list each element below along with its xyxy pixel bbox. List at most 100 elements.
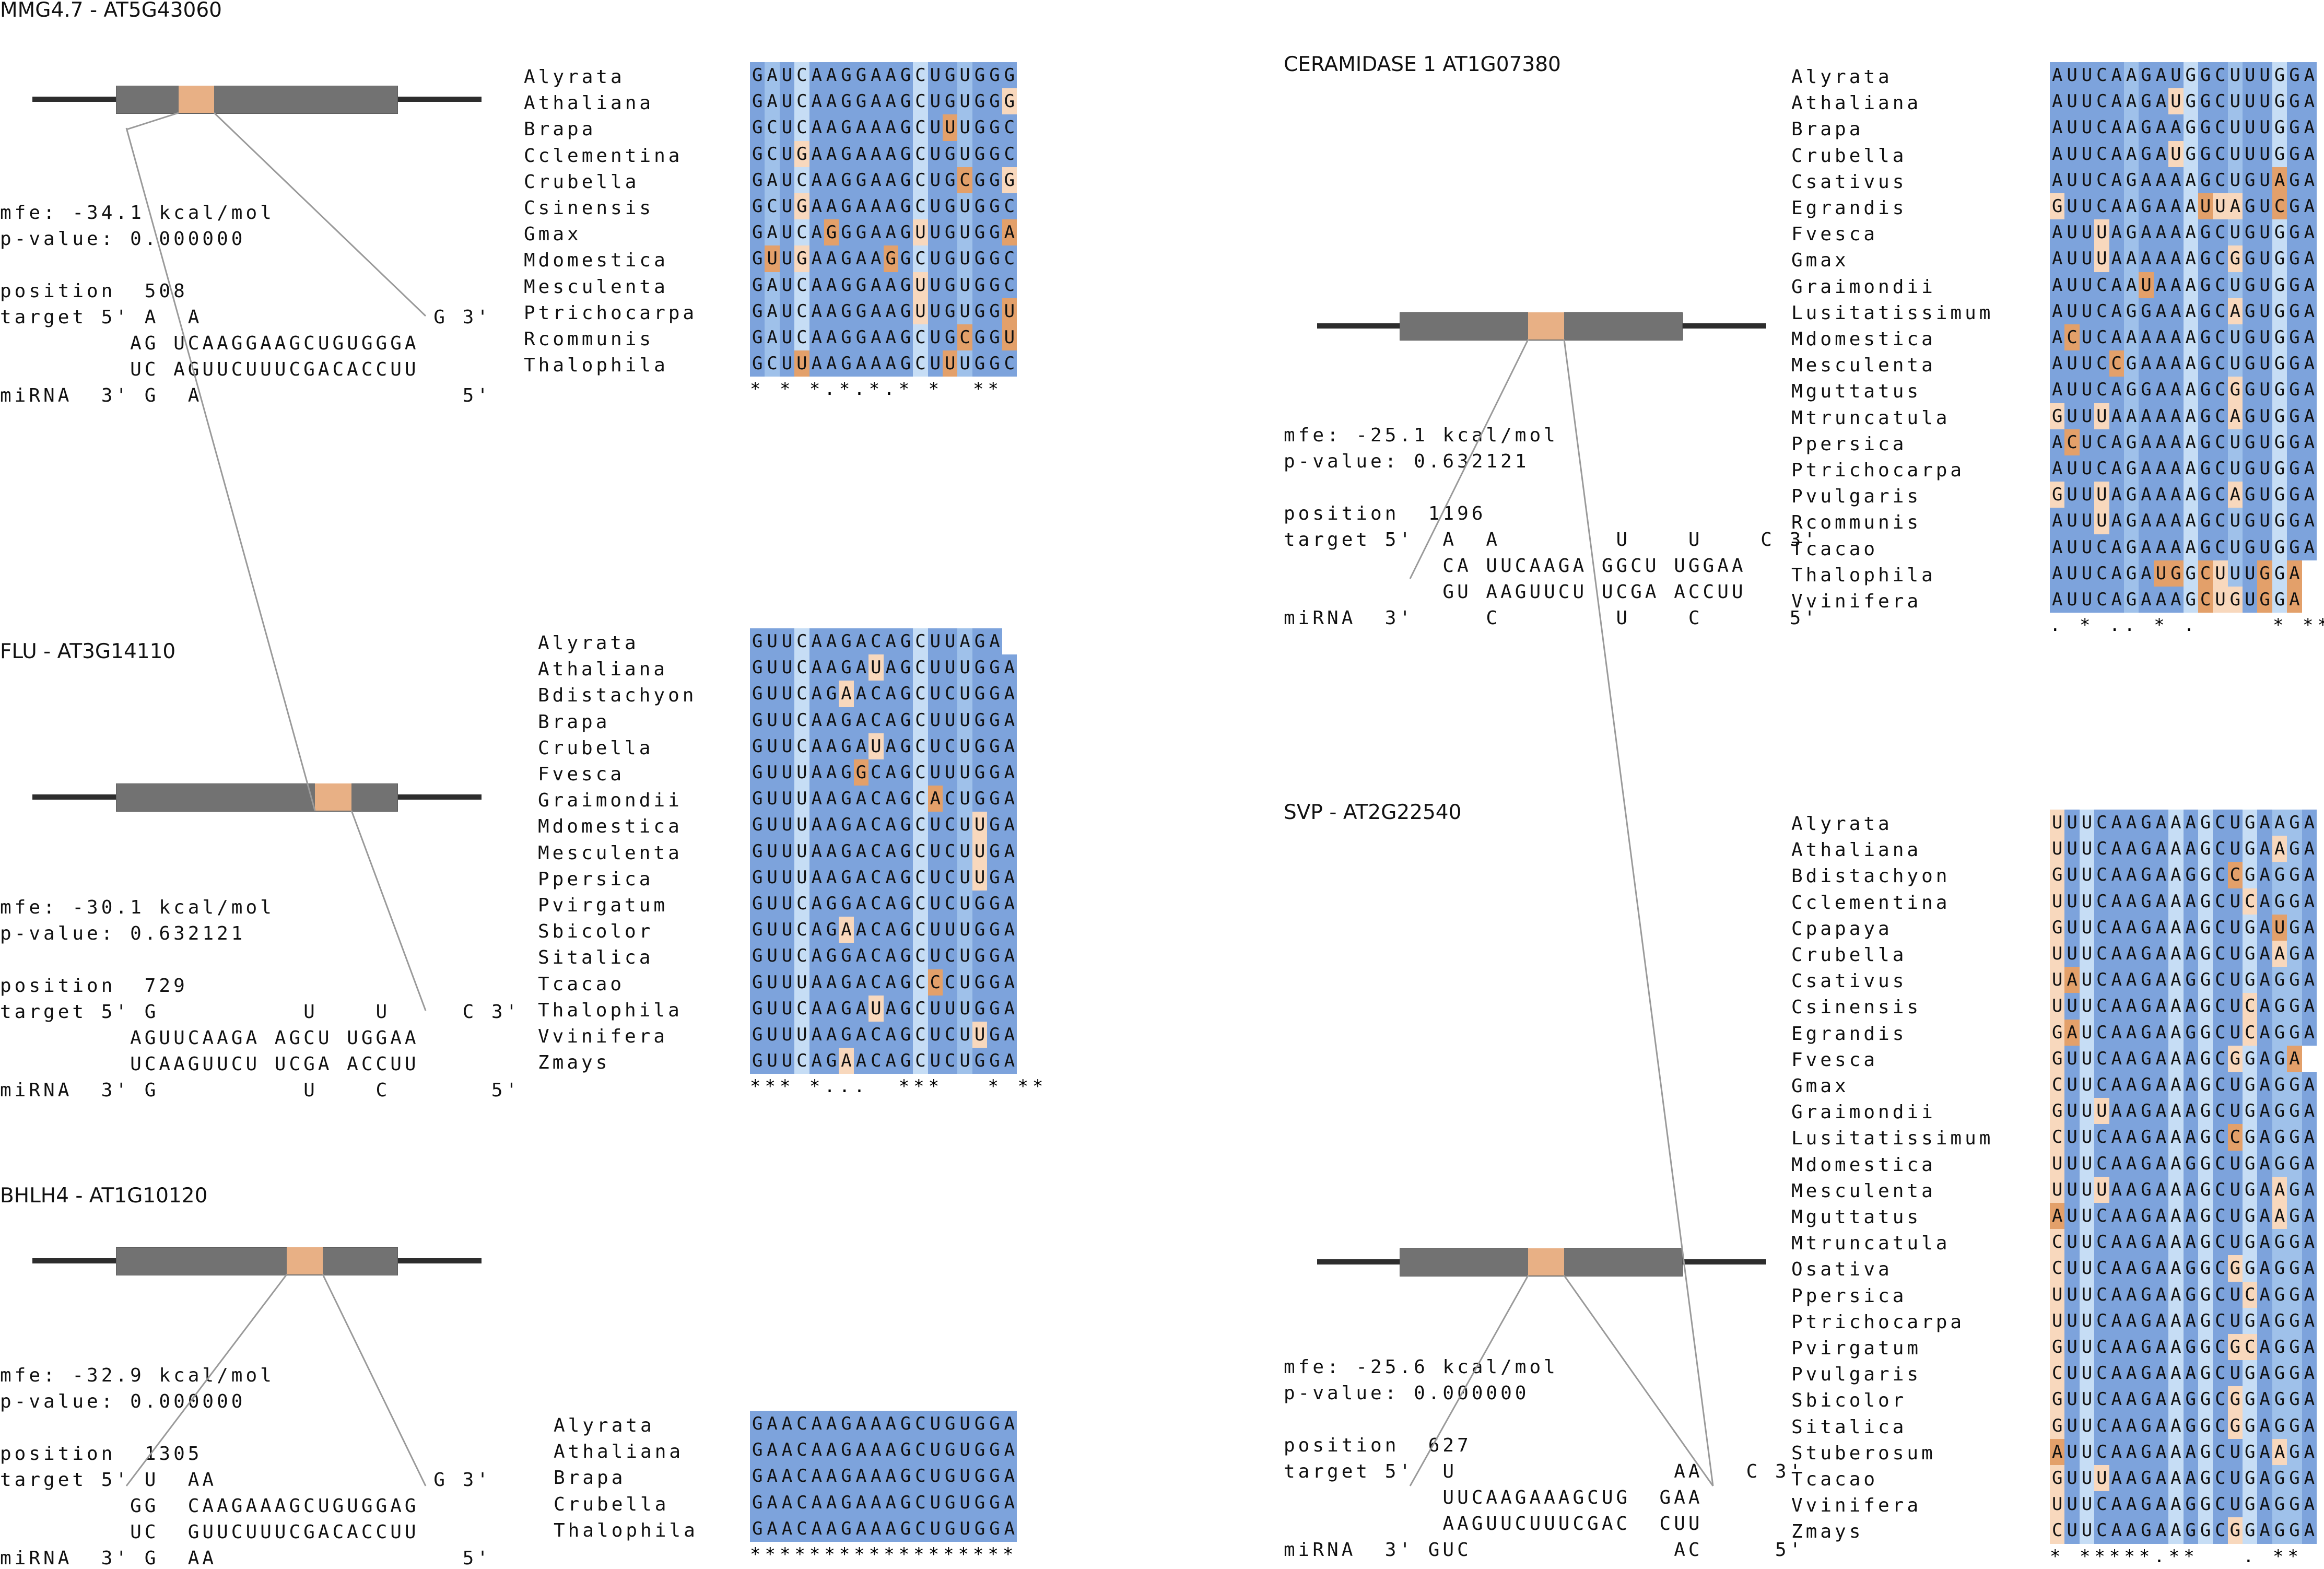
nucleotide-cell: G — [2139, 836, 2154, 862]
nucleotide-cell: G — [2272, 1386, 2287, 1413]
species-name: Ppersica — [1791, 433, 1907, 455]
nucleotide-cell: A — [2123, 1203, 2139, 1230]
nucleotide-cell: A — [2050, 534, 2065, 560]
nucleotide-cell: C — [765, 350, 780, 377]
nucleotide-cell: U — [957, 1489, 972, 1516]
nucleotide-cell: U — [928, 1437, 943, 1463]
species-name: Mesculenta — [1791, 355, 1936, 377]
nucleotide-cell: A — [2257, 1334, 2272, 1361]
nucleotide-cell: U — [2227, 993, 2243, 1020]
nucleotide-cell: G — [987, 114, 1002, 141]
nucleotide-cell: G — [987, 88, 1002, 115]
nucleotide-cell: G — [2272, 1019, 2287, 1046]
nucleotide-cell: U — [779, 324, 795, 351]
nucleotide-cell: C — [913, 1048, 928, 1074]
nucleotide-cell: G — [2198, 1098, 2213, 1125]
nucleotide-cell: U — [794, 864, 809, 891]
species-name: Rcommunis — [1791, 512, 1922, 534]
nucleotide-cell: A — [2153, 1491, 2169, 1518]
nucleotide-cell: G — [987, 219, 1002, 246]
nucleotide-cell: G — [972, 969, 988, 996]
nucleotide-cell: A — [883, 88, 898, 115]
nucleotide-cell: U — [779, 917, 795, 943]
nucleotide-cell: A — [2123, 114, 2139, 141]
nucleotide-cell: A — [2109, 298, 2124, 324]
nucleotide-cell: U — [2153, 560, 2169, 587]
nucleotide-cell: A — [2139, 560, 2154, 587]
nucleotide-cell: G — [2123, 350, 2139, 377]
nucleotide-cell: A — [824, 167, 839, 193]
nucleotide-cell: A — [2109, 114, 2124, 141]
nucleotide-cell: A — [2153, 1019, 2169, 1046]
nucleotide-cell: G — [839, 733, 854, 759]
nucleotide-cell: G — [750, 88, 765, 115]
species-name: Gmax — [1791, 1075, 1849, 1097]
nucleotide-cell: G — [987, 1515, 1002, 1542]
nucleotide-cell: A — [824, 298, 839, 324]
nucleotide-cell: G — [2272, 1281, 2287, 1308]
species-name: Sbicolor — [538, 921, 654, 943]
target-site-marker — [315, 783, 351, 811]
nucleotide-cell: U — [765, 995, 780, 1022]
nucleotide-cell: G — [2123, 167, 2139, 193]
nucleotide-cell: C — [765, 193, 780, 220]
nucleotide-cell: U — [2079, 560, 2095, 587]
nucleotide-cell: U — [957, 812, 972, 838]
nucleotide-cell: A — [853, 707, 869, 733]
nucleotide-cell: G — [2287, 1176, 2302, 1203]
nucleotide-cell: G — [2287, 1203, 2302, 1230]
target-site-marker — [1528, 312, 1564, 339]
nucleotide-cell: G — [2272, 1412, 2287, 1439]
nucleotide-cell: A — [2302, 219, 2317, 246]
nucleotide-cell: U — [2079, 1019, 2095, 1046]
nucleotide-cell: A — [809, 219, 824, 246]
nucleotide-cell: U — [2257, 377, 2272, 403]
nucleotide-cell: U — [2079, 1438, 2095, 1465]
nucleotide-cell: A — [2183, 1438, 2198, 1465]
nucleotide-cell: U — [765, 943, 780, 969]
nucleotide-cell: A — [853, 140, 869, 167]
nucleotide-cell: A — [2109, 324, 2124, 351]
zoom-line-right — [213, 112, 427, 317]
nucleotide-cell: A — [809, 628, 824, 655]
nucleotide-cell: A — [2109, 1150, 2124, 1177]
nucleotide-cell: A — [2302, 403, 2317, 429]
nucleotide-cell: A — [2302, 482, 2317, 508]
nucleotide-cell: A — [1002, 654, 1017, 681]
nucleotide-cell: G — [943, 140, 958, 167]
nucleotide-cell: G — [2198, 508, 2213, 534]
nucleotide-cell: C — [957, 167, 972, 193]
panel-title: CERAMIDASE 1 AT1G07380 — [1284, 53, 1561, 76]
nucleotide-cell: G — [2123, 429, 2139, 455]
nucleotide-cell: G — [1002, 88, 1017, 115]
nucleotide-cell: U — [2064, 455, 2080, 482]
nucleotide-cell: G — [987, 324, 1002, 351]
nucleotide-cell: U — [2227, 1176, 2243, 1203]
nucleotide-cell: U — [2064, 245, 2080, 272]
duplex-line: target 5' A A U U C 3' — [1284, 529, 1818, 551]
nucleotide-cell: G — [2139, 1334, 2154, 1361]
nucleotide-cell: C — [794, 654, 809, 681]
nucleotide-cell: U — [765, 864, 780, 891]
nucleotide-cell: C — [913, 917, 928, 943]
nucleotide-cell: G — [2272, 62, 2287, 89]
nucleotide-cell: U — [2227, 888, 2243, 915]
nucleotide-cell: U — [2257, 167, 2272, 193]
nucleotide-cell: U — [2227, 114, 2243, 141]
nucleotide-cell: G — [2287, 888, 2302, 915]
nucleotide-cell: A — [1002, 786, 1017, 812]
zoom-line-left — [1409, 1275, 1529, 1486]
nucleotide-cell: C — [1002, 140, 1017, 167]
nucleotide-cell: U — [2243, 587, 2258, 613]
nucleotide-cell: U — [765, 838, 780, 864]
nucleotide-cell: A — [2109, 1491, 2124, 1518]
nucleotide-cell: G — [2243, 482, 2258, 508]
nucleotide-cell: G — [972, 324, 988, 351]
nucleotide-cell: A — [2109, 1072, 2124, 1098]
duplex-line: GU AAGUUCU UCGA ACCUU — [1284, 581, 1746, 603]
nucleotide-cell: C — [2213, 836, 2228, 862]
nucleotide-cell: A — [883, 733, 898, 759]
nucleotide-cell: A — [2302, 324, 2317, 351]
